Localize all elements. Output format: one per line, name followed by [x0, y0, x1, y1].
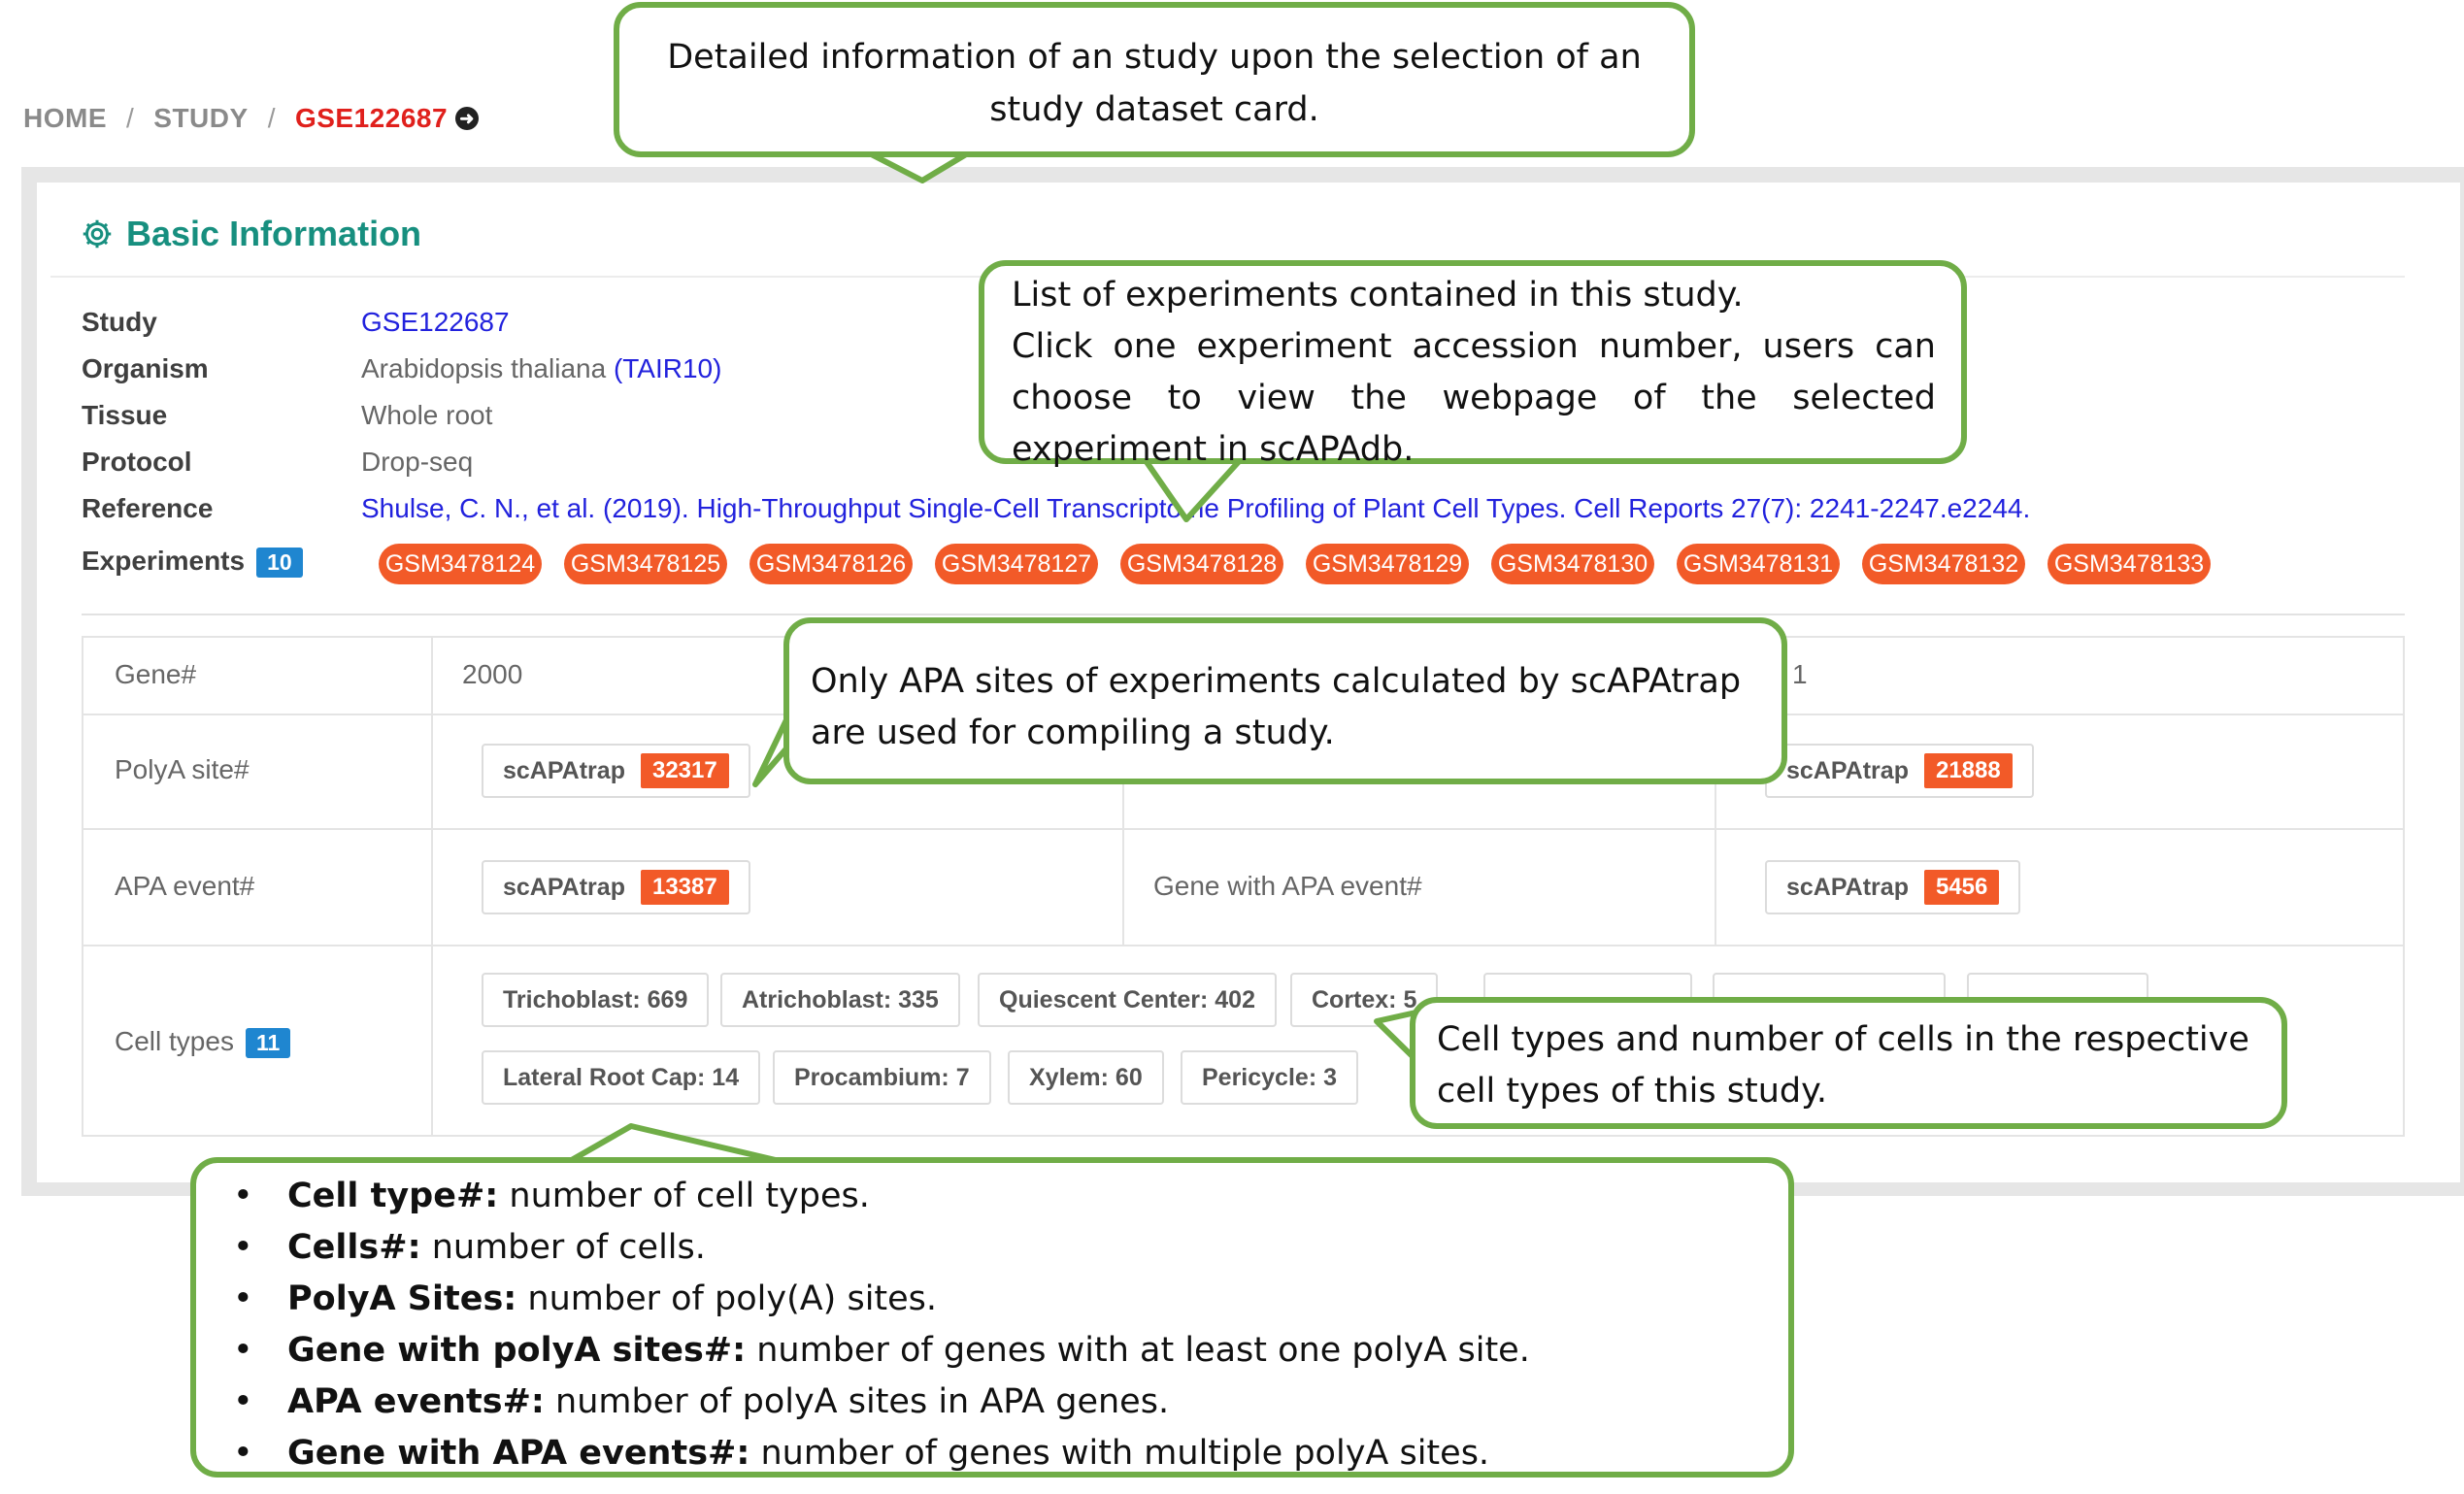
cell-type-tag[interactable]: Pericycle: 3	[1181, 1050, 1358, 1105]
organism-name: Arabidopsis thaliana	[361, 353, 607, 383]
legend-term: APA events#:	[287, 1382, 545, 1421]
cell-type-tag[interactable]: Trichoblast: 669	[482, 973, 710, 1027]
apa-event-count: 13387	[640, 870, 729, 905]
breadcrumb-home[interactable]: HOME	[23, 103, 107, 133]
breadcrumb: HOME / STUDY / GSE122687 ➜	[23, 97, 480, 140]
organism-label: Organism	[82, 353, 209, 383]
callout-text: Click one experiment accession number, u…	[1012, 327, 1936, 469]
legend-term: Gene with polyA sites#:	[287, 1331, 747, 1370]
tag-label: scAPAtrap	[503, 873, 625, 901]
breadcrumb-current: GSE122687	[294, 103, 449, 133]
legend-list: Cell type#: number of cell types.Cells#:…	[206, 1171, 1769, 1479]
gear-icon	[83, 219, 112, 249]
gene-polya-value: 1	[1792, 659, 1808, 689]
organism-reference-link[interactable]: (TAIR10)	[613, 353, 722, 383]
tissue-label: Tissue	[82, 400, 168, 430]
experiment-badge[interactable]: GSM3478126	[749, 544, 913, 584]
experiment-badge[interactable]: GSM3478130	[1491, 544, 1654, 584]
polya-site-count: 32317	[640, 753, 729, 788]
section-title-text: Basic Information	[126, 214, 422, 253]
study-label: Study	[82, 307, 157, 337]
apa-event-tag[interactable]: scAPAtrap 13387	[482, 860, 750, 914]
callout-cell-types: Cell types and number of cells in the re…	[1410, 997, 2287, 1129]
tag-label: scAPAtrap	[503, 756, 625, 784]
cell-type-tag[interactable]: Xylem: 60	[1008, 1050, 1164, 1105]
gene-polya-tag[interactable]: scAPAtrap 21888	[1765, 744, 2034, 798]
gene-apa-event-label: Gene with APA event#	[1153, 871, 1422, 901]
study-link[interactable]: GSE122687	[361, 307, 510, 337]
legend-item: Gene with polyA sites#: number of genes …	[206, 1325, 1769, 1377]
arrow-right-circle-icon[interactable]: ➜	[455, 107, 480, 130]
experiment-badge[interactable]: GSM3478129	[1306, 544, 1469, 584]
experiment-badge[interactable]: GSM3478127	[935, 544, 1098, 584]
polya-site-tag[interactable]: scAPAtrap 32317	[482, 744, 750, 798]
cell-type-tag[interactable]: Lateral Root Cap: 14	[482, 1050, 761, 1105]
organism-value: Arabidopsis thaliana (TAIR10)	[361, 353, 721, 384]
callout-text: List of experiments contained in this st…	[1012, 276, 1744, 315]
cell-type-tag[interactable]: Quiescent Center: 402	[978, 973, 1277, 1027]
gene-polya-count: 21888	[1923, 753, 2013, 788]
cell-types-count-badge: 11	[245, 1028, 291, 1059]
legend-description: number of cells.	[420, 1228, 706, 1267]
experiment-badge[interactable]: GSM3478132	[1862, 544, 2025, 584]
legend-term: PolyA Sites:	[287, 1279, 517, 1318]
experiments-count-badge: 10	[256, 548, 303, 579]
section-title: Basic Information	[80, 214, 421, 254]
legend-item: APA events#: number of polyA sites in AP…	[206, 1377, 1769, 1428]
legend-term: Cell type#:	[287, 1177, 499, 1215]
cell-types-label-text: Cell types	[115, 1026, 234, 1056]
table-rule	[431, 638, 433, 1135]
table-rule	[1715, 714, 1716, 945]
legend-description: number of polyA sites in APA genes.	[544, 1382, 1170, 1421]
experiments-label-text: Experiments	[82, 546, 246, 576]
table-rule	[1122, 714, 1124, 945]
experiment-badge[interactable]: GSM3478131	[1677, 544, 1840, 584]
callout-experiments: List of experiments contained in this st…	[979, 260, 1967, 469]
experiment-badge[interactable]: GSM3478124	[379, 544, 542, 584]
legend-item: Cells#: number of cells.	[206, 1222, 1769, 1274]
gene-count-label: Gene#	[115, 659, 197, 689]
cell-type-tag[interactable]: Atrichoblast: 335	[720, 973, 960, 1027]
tag-label: scAPAtrap	[1786, 756, 1909, 784]
callout-apa-sites: Only APA sites of experiments calculated…	[783, 617, 1787, 784]
legend-description: number of poly(A) sites.	[516, 1279, 938, 1318]
experiment-badge[interactable]: GSM3478133	[2048, 544, 2211, 584]
legend-item: Cell type#: number of cell types.	[206, 1171, 1769, 1222]
reference-link[interactable]: Shulse, C. N., et al. (2019). High-Throu…	[361, 493, 2031, 523]
table-rule	[83, 945, 2403, 946]
legend-description: number of genes with at least one polyA …	[746, 1331, 1530, 1370]
gene-apa-event-tag[interactable]: scAPAtrap 5456	[1765, 860, 2021, 914]
tag-label: scAPAtrap	[1786, 873, 1909, 901]
legend-item: PolyA Sites: number of poly(A) sites.	[206, 1274, 1769, 1325]
polya-site-label: PolyA site#	[115, 754, 250, 784]
table-rule	[83, 828, 2403, 830]
gene-apa-event-count: 5456	[1923, 870, 2000, 905]
protocol-value: Drop-seq	[361, 447, 474, 477]
legend-description: number of cell types.	[498, 1177, 870, 1215]
cell-type-tag[interactable]: Procambium: 7	[773, 1050, 991, 1105]
callout-study-detail: Detailed information of an study upon th…	[614, 2, 1695, 157]
experiment-badge[interactable]: GSM3478125	[564, 544, 727, 584]
apa-event-label: APA event#	[115, 871, 255, 901]
reference-label: Reference	[82, 493, 214, 523]
experiments-label: Experiments 10	[82, 546, 303, 579]
breadcrumb-separator: /	[267, 103, 276, 133]
divider	[82, 614, 2405, 615]
protocol-label: Protocol	[82, 447, 192, 477]
breadcrumb-study[interactable]: STUDY	[153, 103, 249, 133]
experiment-badge[interactable]: GSM3478128	[1120, 544, 1283, 584]
legend-item: Gene with APA events#: number of genes w…	[206, 1428, 1769, 1479]
gene-count-value: 2000	[462, 659, 523, 689]
legend-term: Gene with APA events#:	[287, 1434, 750, 1473]
callout-legend: Cell type#: number of cell types.Cells#:…	[190, 1157, 1794, 1479]
legend-description: number of genes with multiple polyA site…	[749, 1434, 1490, 1473]
tissue-value: Whole root	[361, 400, 493, 430]
breadcrumb-separator: /	[126, 103, 135, 133]
cell-types-label: Cell types 11	[115, 1026, 291, 1059]
legend-term: Cells#:	[287, 1228, 421, 1267]
